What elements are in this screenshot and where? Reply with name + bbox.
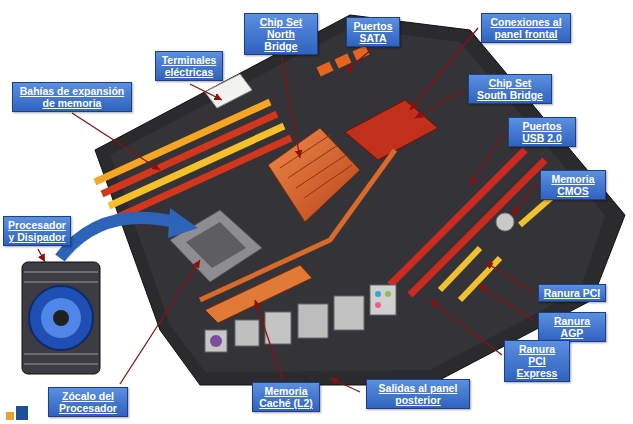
callout-text: Terminales eléctricas [160,54,218,78]
callout-text: Bahías de expansión de memoria [17,85,127,109]
callout-text: Procesador y Disipador [8,219,66,243]
callout-text: Ranura PCI Express [509,343,565,379]
callout-box: Procesador y Disipador [3,216,71,246]
callout-text: Chip Set North Bridge [249,16,313,52]
callout-text: Puertos SATA [351,20,395,44]
callout-box: Salidas al panel posterior [366,379,470,409]
callout-box: Ranura PCI [538,284,606,302]
callout-box: Bahías de expansión de memoria [12,82,132,112]
callout-text: Ranura PCI [543,287,601,299]
callout-box: Chip Set North Bridge [244,13,318,55]
callout-box: Memoria Caché (L2) [252,382,320,412]
callout-text: Zócalo del Procesador [53,390,123,414]
callout-text: Ranura AGP [543,315,601,339]
callout-text: Puertos USB 2.0 [513,120,571,144]
callout-text: Salidas al panel posterior [371,382,465,406]
callout-text: Memoria Caché (L2) [257,385,315,409]
callout-box: Conexiones al panel frontal [481,13,571,43]
callout-box: Chip Set South Bridge [468,74,552,104]
callout-box: Ranura PCI Express [504,340,570,382]
callout-box: Ranura AGP [538,312,606,342]
callout-box: Puertos USB 2.0 [508,117,576,147]
callout-box: Memoria CMOS [540,170,606,200]
callout-text: Conexiones al panel frontal [486,16,566,40]
callout-box: Terminales eléctricas [155,51,223,81]
callout-box: Zócalo del Procesador [48,387,128,417]
callout-text: Chip Set South Bridge [473,77,547,101]
callout-text: Memoria CMOS [545,173,601,197]
callout-box: Puertos SATA [346,17,400,47]
cpu-cooler [22,262,100,374]
